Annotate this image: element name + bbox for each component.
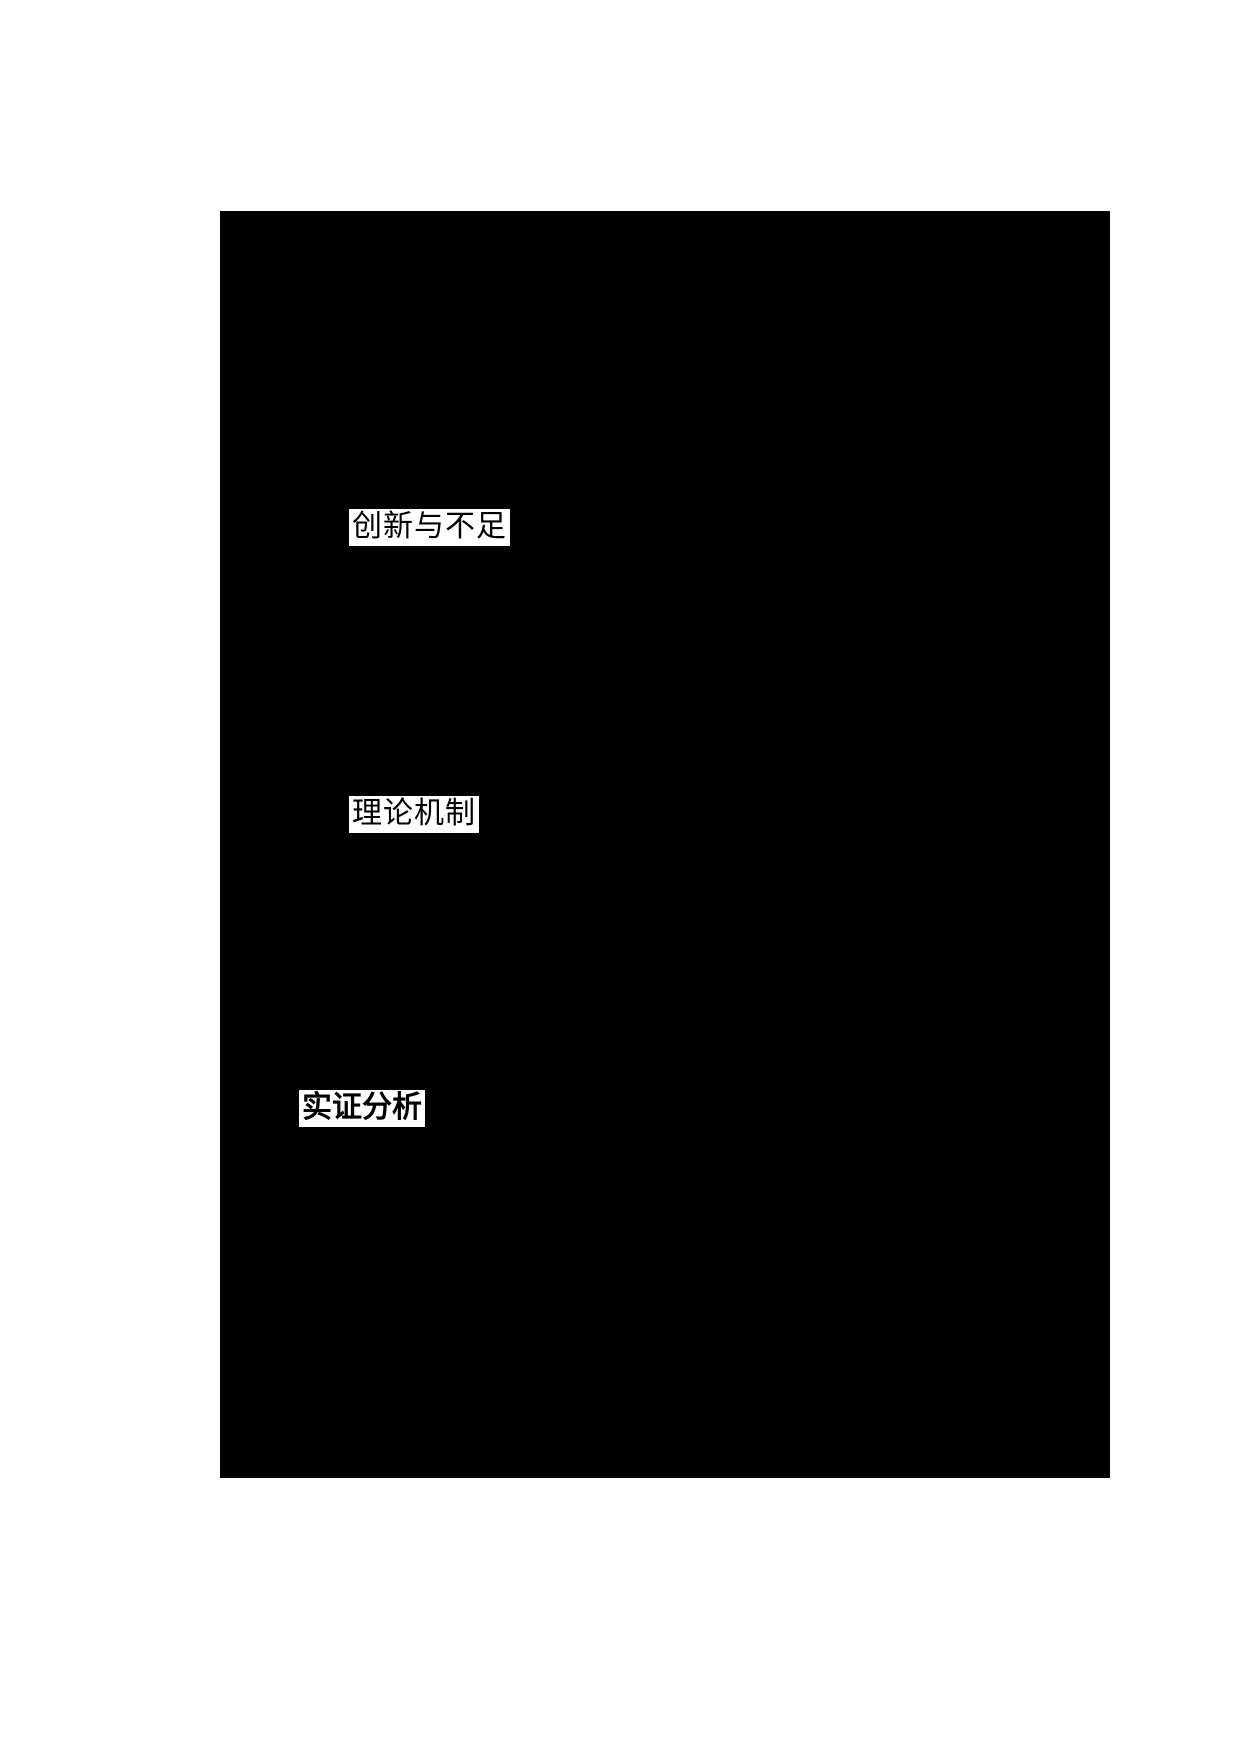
redacted-content-block [220,211,1110,1478]
heading-label-empirical: 实证分析 [299,1090,425,1127]
heading-label-theory: 理论机制 [349,796,479,833]
heading-label-innovation: 创新与不足 [349,509,510,546]
